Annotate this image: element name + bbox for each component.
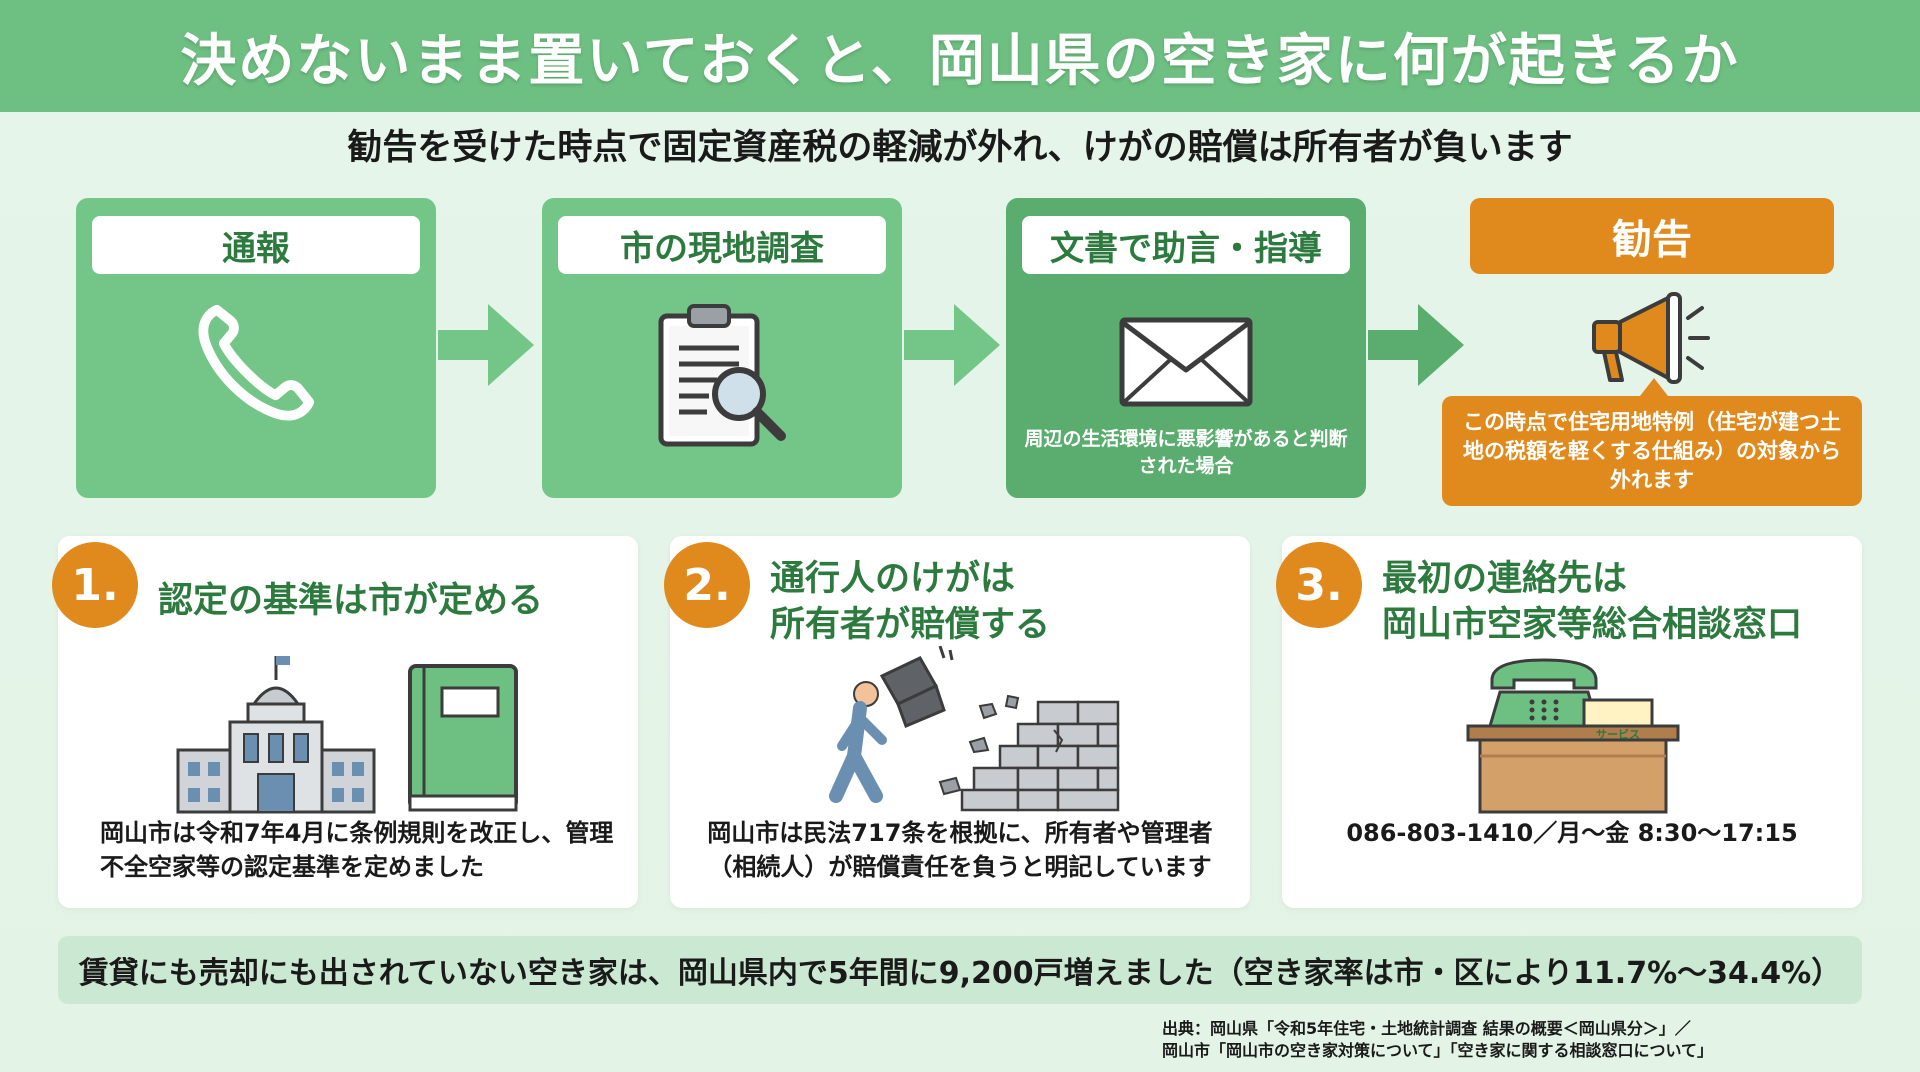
card-title: 最初の連絡先は 岡山市空家等総合相談窓口 xyxy=(1382,556,1852,648)
city-hall-and-book-icon xyxy=(176,656,518,814)
arrow-right-icon xyxy=(1368,304,1464,386)
card-liability: 2. 通行人のけがは 所有者が賠償する 岡山市は民法717条を根拠に、所有者や管… xyxy=(664,536,1250,908)
step-recommendation-label: 勧告 xyxy=(1470,198,1834,274)
step-written-advice: 文書で助言・指導 周辺の生活環境に悪影響があると判断された場合 xyxy=(1006,198,1366,498)
card-criteria: 1. 認定の基準は市が定める 岡山市は令和7年4月に条例規則を改正し、管理不全空… xyxy=(52,536,638,908)
card-title: 通行人のけがは 所有者が賠償する xyxy=(770,556,1240,648)
falling-tiles-pedestrian-icon xyxy=(829,646,1120,812)
arrow-right-icon xyxy=(904,304,1000,386)
step-label: 通報 xyxy=(92,216,420,274)
arrow-right-icon xyxy=(438,304,534,386)
card-contact: 3. 最初の連絡先は 岡山市空家等総合相談窓口 サービス 086-803-141… xyxy=(1276,536,1862,908)
card-description: 岡山市は民法717条を根拠に、所有者や管理者（相続人）が賠償責任を負うと明記して… xyxy=(707,819,1213,881)
summary-bar: 賃貸にも売却にも出されていない空き家は、岡山県内で5年間に9,200戸増えました… xyxy=(58,936,1862,1004)
page-subtitle: 勧告を受けた時点で固定資産税の軽減が外れ、けがの賠償は所有者が負います xyxy=(347,127,1573,168)
clipboard-magnifier-icon xyxy=(542,294,902,454)
megaphone-icon xyxy=(1592,292,1710,384)
card-title-line: 最初の連絡先は xyxy=(1382,559,1628,599)
source-note: 出典：岡山県「令和5年住宅・土地統計調査 結果の概要＜岡山県分＞」／ 岡山市「岡… xyxy=(1162,1018,1862,1062)
card-number-badge: 3. xyxy=(1276,542,1362,628)
title-band: 決めないまま置いておくと、岡山県の空き家に何が起きるか xyxy=(0,0,1920,112)
source-line: 岡山市「岡山市の空き家対策について」「空き家に関する相談窓口について」 xyxy=(1162,1041,1714,1060)
step-label: 文書で助言・指導 xyxy=(1022,216,1350,274)
source-line: 出典：岡山県「令和5年住宅・土地統計調査 結果の概要＜岡山県分＞」／ xyxy=(1162,1019,1691,1038)
step-report: 通報 xyxy=(76,198,436,498)
card-title-line: 通行人のけがは xyxy=(770,559,1016,599)
service-desk-telephone-icon xyxy=(1466,658,1680,814)
step-note: 周辺の生活環境に悪影響があると判断された場合 xyxy=(1024,428,1348,477)
recommendation-note: この時点で住宅用地特例（住宅が建つ土地の税額を軽くする仕組み）の対象から外れます xyxy=(1442,378,1862,506)
page-title: 決めないまま置いておくと、岡山県の空き家に何が起きるか xyxy=(180,28,1740,94)
card-number-badge: 2. xyxy=(664,542,750,628)
step-label: 市の現地調査 xyxy=(558,216,886,274)
card-title-line: 岡山市空家等総合相談窓口 xyxy=(1382,605,1803,645)
step-site-survey: 市の現地調査 xyxy=(542,198,902,498)
desk-sign-label: サービス xyxy=(1866,536,1867,537)
card-description: 岡山市は令和7年4月に条例規則を改正し、管理不全空家等の認定基準を定めました xyxy=(100,819,614,881)
card-number-badge: 1. xyxy=(52,542,138,628)
envelope-icon xyxy=(1006,302,1366,422)
card-title: 認定の基準は市が定める xyxy=(158,581,544,621)
phone-icon xyxy=(76,288,436,438)
contact-hours: 086-803-1410／月〜金 8:30〜17:15 xyxy=(1346,819,1798,847)
desk-sign-text: サービス xyxy=(1596,728,1640,741)
card-title-line: 所有者が賠償する xyxy=(770,605,1051,645)
